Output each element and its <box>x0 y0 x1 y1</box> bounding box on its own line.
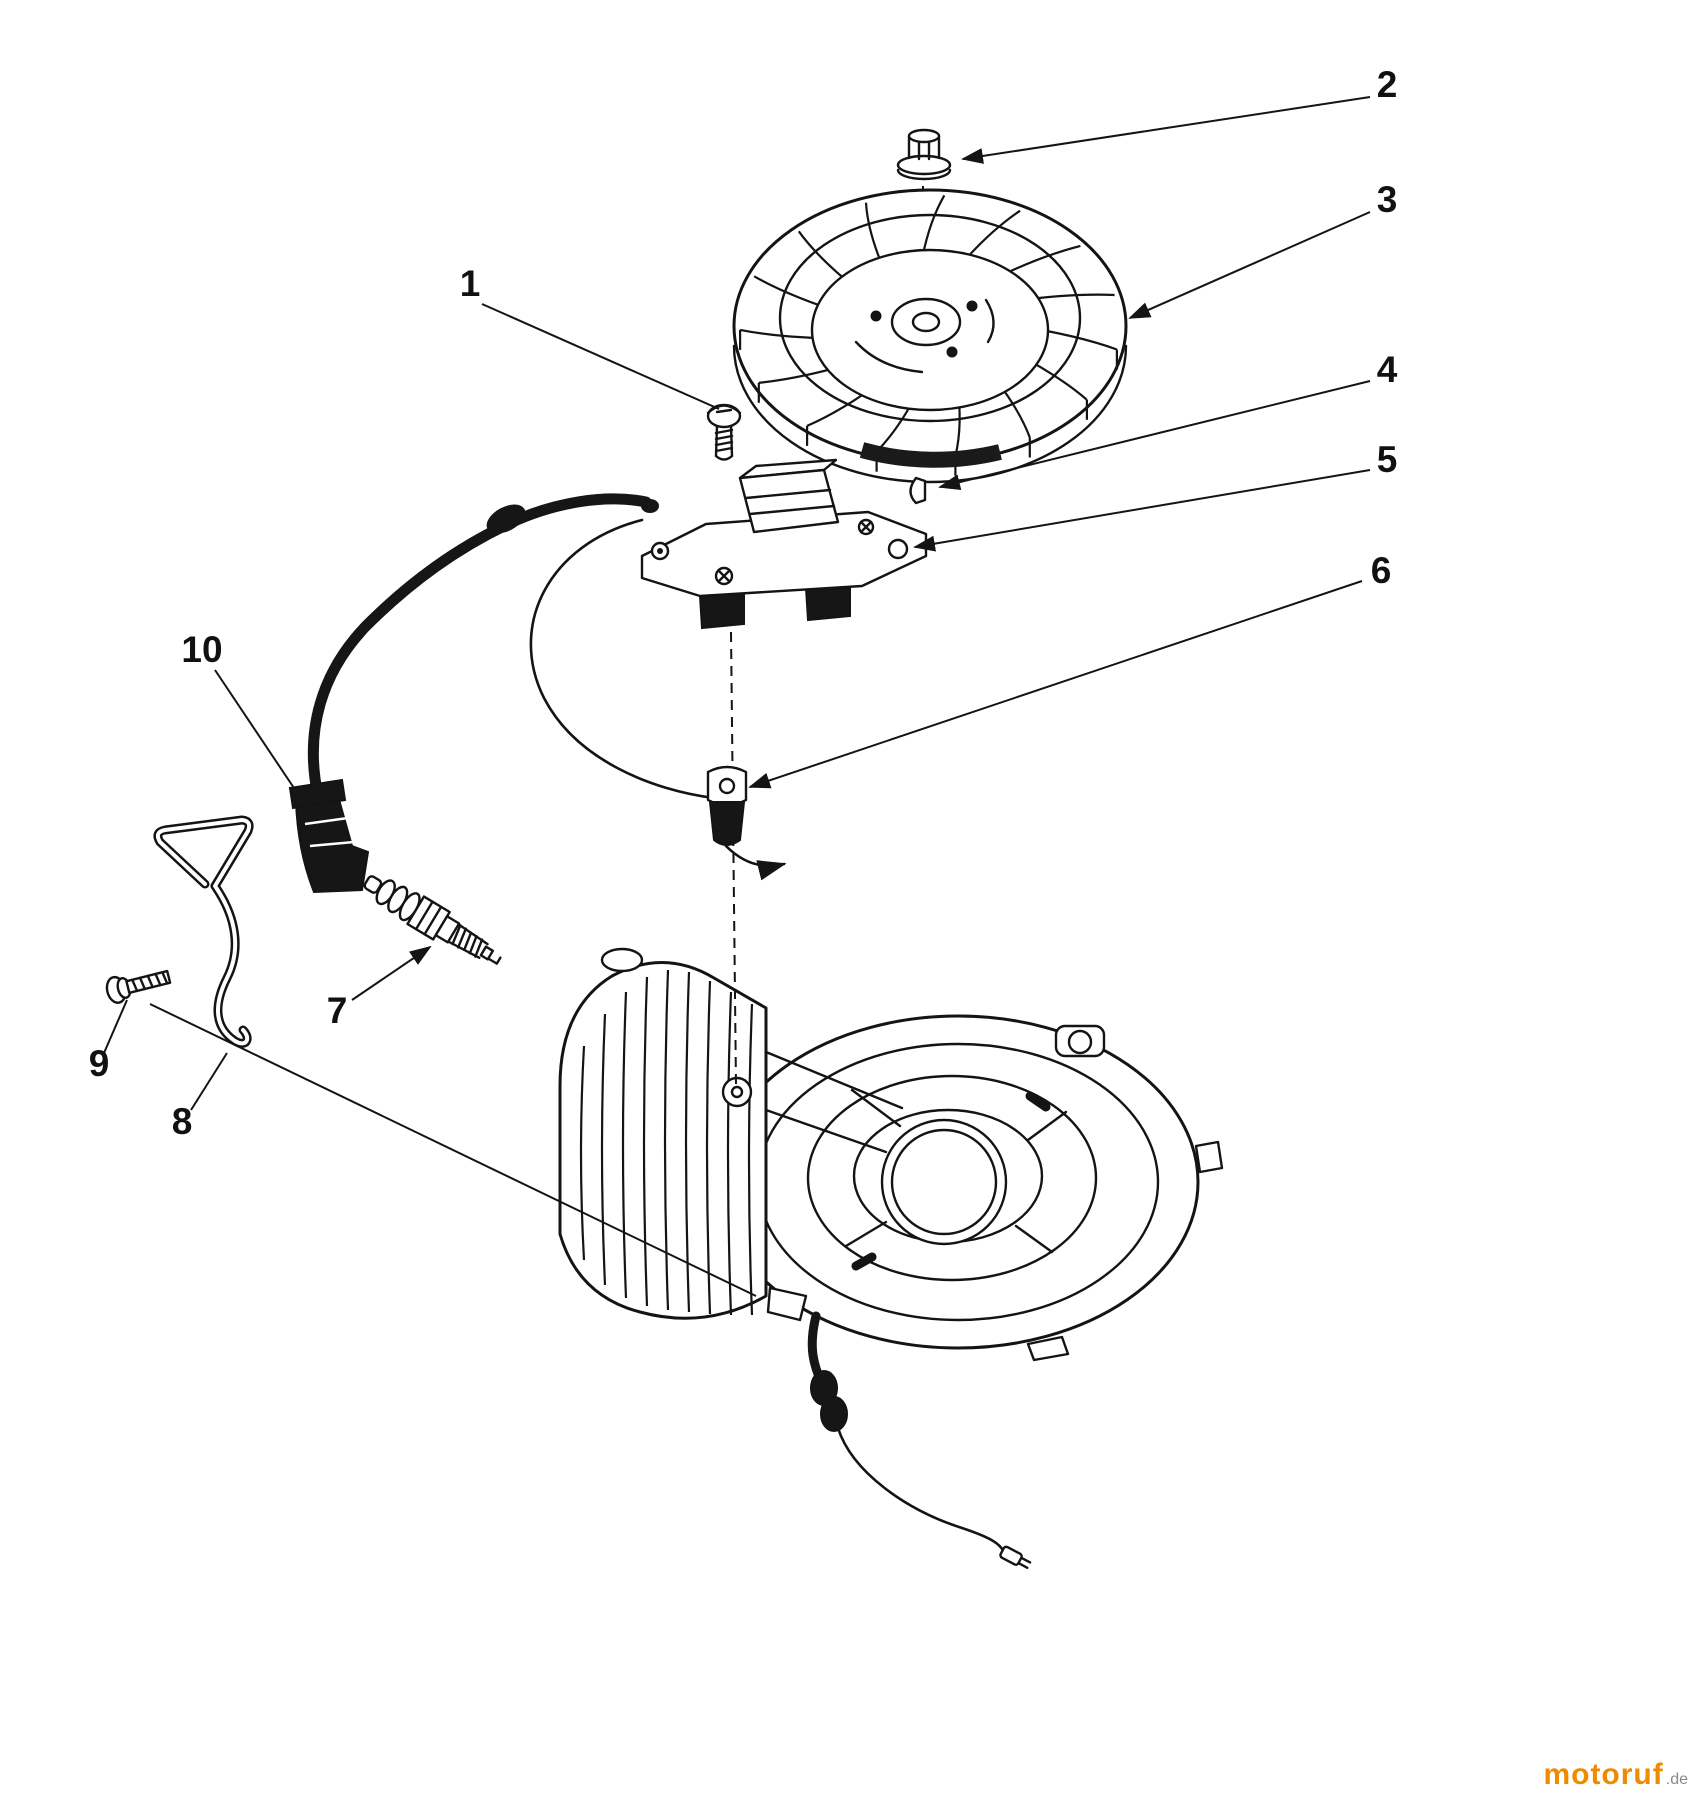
watermark-logo: motoruf .de <box>1543 1758 1688 1792</box>
ground-wire <box>807 1311 1032 1569</box>
kill-wire <box>529 518 787 881</box>
mounting-screw <box>706 403 742 461</box>
callout-label-4: 4 <box>1377 349 1398 390</box>
blower-housing <box>716 1014 1224 1362</box>
coil-mount-centerline <box>730 631 737 1087</box>
spark-plug <box>363 875 502 965</box>
callout-label-7: 7 <box>327 990 348 1031</box>
flywheel <box>732 186 1128 484</box>
callout-label-1: 1 <box>460 263 481 304</box>
housing-bottom-tab <box>1026 1335 1070 1362</box>
callout-label-10: 10 <box>181 629 222 670</box>
callout-label-3: 3 <box>1377 179 1398 220</box>
wire-clamp <box>706 765 748 846</box>
coil-mount-boss <box>721 1076 753 1108</box>
cooling-fins <box>579 969 754 1316</box>
wire-hook <box>153 815 254 1048</box>
ignition-magnet <box>859 442 1002 468</box>
spark-plug-wire <box>307 493 652 802</box>
engine-block <box>558 947 768 1320</box>
assembly-reference-line <box>149 1003 757 1297</box>
callout-label-2: 2 <box>1377 64 1398 105</box>
coil-core-leg <box>698 590 745 630</box>
housing-mounting-ear <box>1067 1029 1093 1055</box>
wire-grommet <box>486 504 526 534</box>
callout-label-6: 6 <box>1371 550 1392 591</box>
ignition-coil <box>640 458 928 1087</box>
woodruff-key <box>909 476 927 505</box>
callout-label-9: 9 <box>89 1043 110 1084</box>
watermark-brand: motoruf <box>1543 1758 1664 1791</box>
watermark-tld: .de <box>1665 1771 1688 1788</box>
spark-plug-boot <box>288 778 370 894</box>
hook-bolt <box>105 969 172 1004</box>
callout-label-5: 5 <box>1377 439 1398 480</box>
spade-terminal <box>999 1545 1032 1569</box>
intake-boss <box>600 947 644 973</box>
coil-bobbin <box>738 468 840 534</box>
wire-grommet <box>820 1396 848 1432</box>
callout-label-8: 8 <box>172 1101 193 1142</box>
leader-lines <box>103 96 1371 1297</box>
callout-labels: 1 2 3 4 5 6 7 8 9 10 <box>89 64 1398 1142</box>
flange-nut <box>896 128 952 181</box>
